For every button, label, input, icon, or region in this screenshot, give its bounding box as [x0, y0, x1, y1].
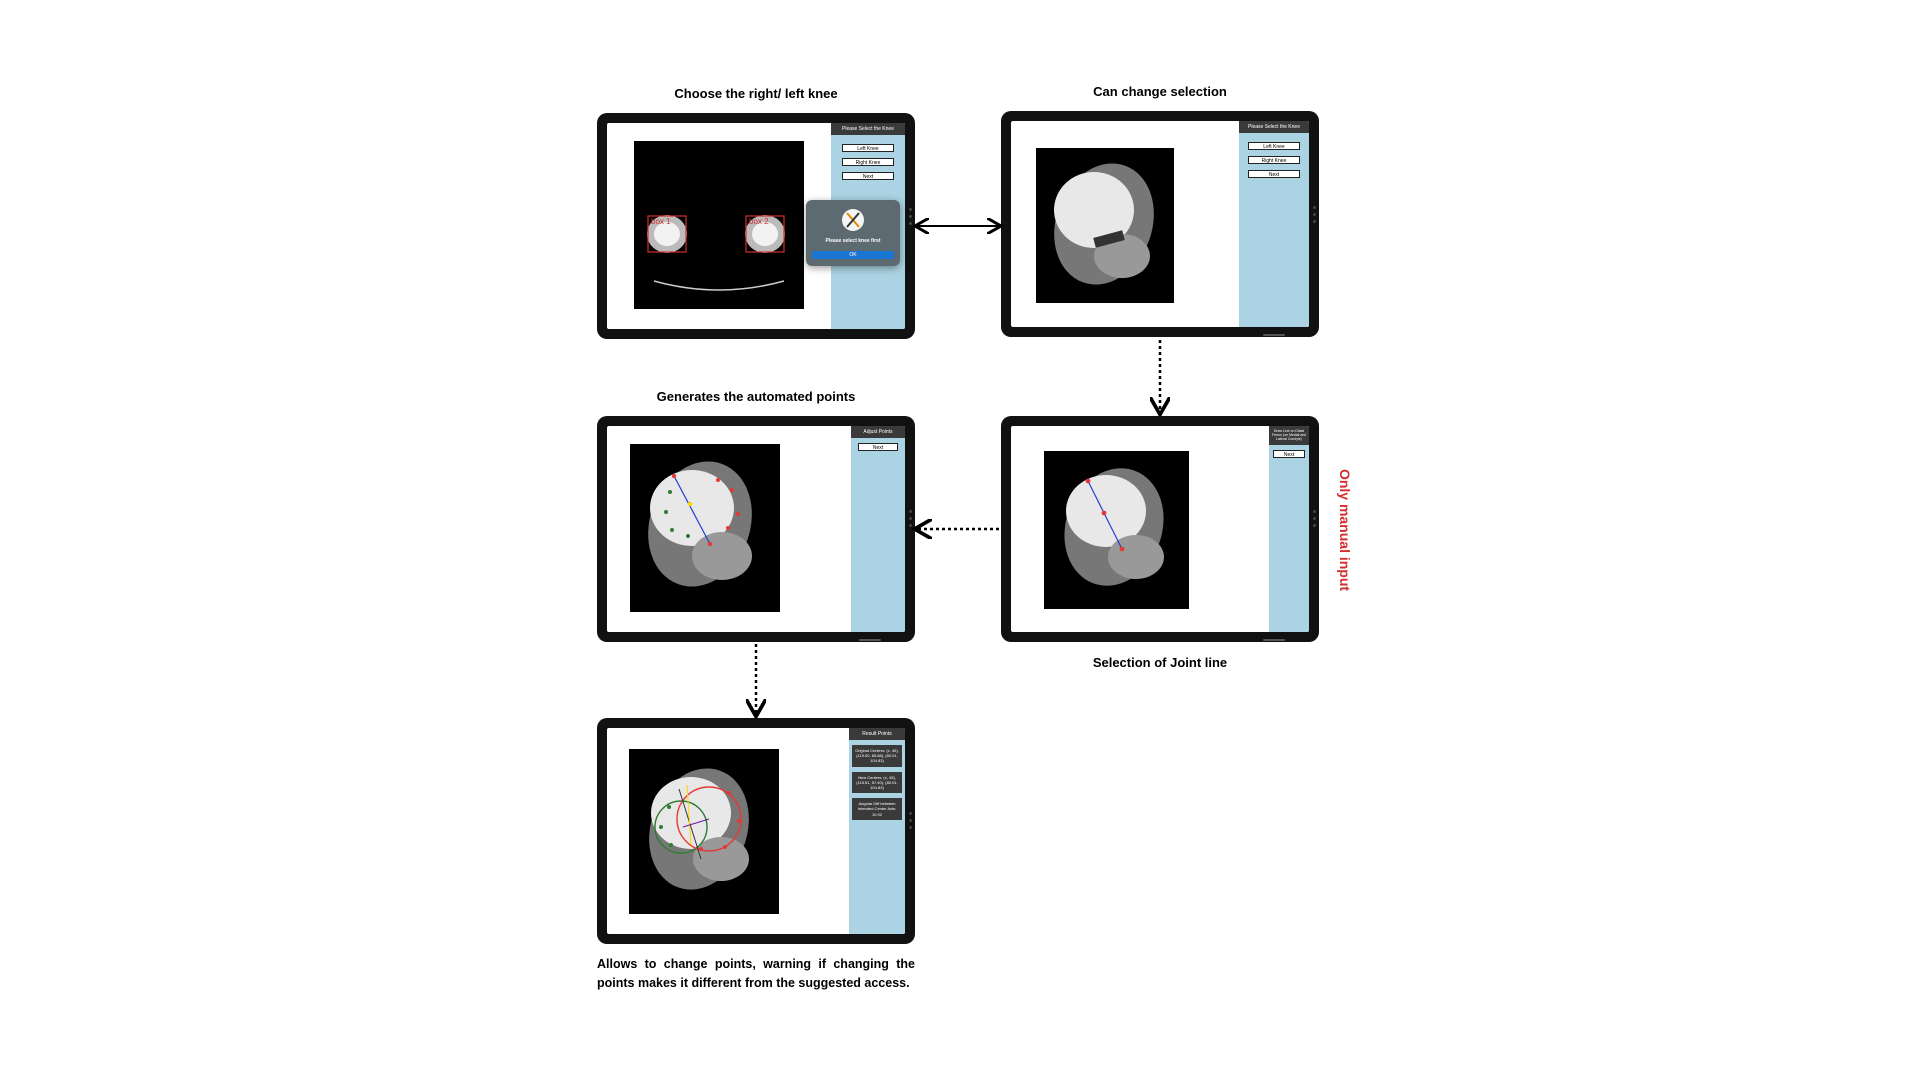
tablet-screen: Draw Line on Distal Femur (on Medial and… [1011, 426, 1309, 632]
home-indicator [859, 639, 881, 641]
left-knee-button[interactable]: Left Knee [842, 144, 894, 152]
result-new-centers: New Centers: (x, 45), (115.51, 57.40), (… [852, 771, 902, 794]
right-knee-button[interactable]: Right Knee [842, 158, 894, 166]
tablet-result-points: Result Points Original Centers: (x, 45),… [597, 718, 915, 944]
side-buttons [1313, 206, 1316, 230]
tablet-screen: Result Points Original Centers: (x, 45),… [607, 728, 905, 934]
tablet-automated-points: Adjust Points Next [597, 416, 915, 642]
caption-automated-points: Generates the automated points [656, 389, 856, 404]
ct-scan-image [629, 749, 779, 914]
control-panel: Draw Line on Distal Femur (on Medial and… [1269, 426, 1309, 632]
caption-choose-knee: Choose the right/ left knee [674, 86, 838, 101]
control-panel: Result Points Original Centers: (x, 45),… [849, 728, 905, 934]
next-button[interactable]: Next [1248, 170, 1300, 178]
left-knee-button[interactable]: Left Knee [1248, 142, 1300, 150]
ct-scan-image [630, 444, 780, 612]
next-button[interactable]: Next [1273, 449, 1305, 458]
ct-scan-image [1044, 451, 1189, 609]
warning-icon [842, 209, 864, 231]
next-button[interactable]: Next [858, 443, 898, 451]
ct-scan-graphic [1064, 468, 1164, 586]
result-original-centers: Original Centers: (x, 45), (119.00, 65.8… [852, 745, 902, 767]
ct-scan-graphic [1054, 163, 1154, 285]
next-button[interactable]: Next [842, 172, 894, 180]
warning-dialog: Please select knee first OK [806, 200, 900, 266]
dialog-message: Please select knee first [825, 238, 881, 244]
intended-axis-line [686, 784, 692, 846]
ct-scan-graphic [649, 768, 749, 890]
ct-scan-image: box 1 box 2 [634, 141, 804, 309]
tablet-change-selection: Please Select the Knee Left Knee Right K… [1001, 111, 1319, 337]
caption-change-points: Allows to change points, warning if chan… [597, 957, 915, 990]
bounding-box-1 [647, 215, 687, 253]
ct-scan-graphic: box 1 box 2 [647, 215, 785, 291]
side-buttons [909, 812, 912, 836]
panel-title: Draw Line on Distal Femur (on Medial and… [1269, 426, 1309, 445]
panel-title: Result Points [849, 728, 905, 740]
joint-axis-line [673, 475, 711, 545]
panel-title: Please Select the Knee [831, 123, 905, 135]
caption-change-selection: Can change selection [1093, 84, 1227, 99]
medial-circle [654, 800, 708, 854]
panel-title: Adjust Points [851, 426, 905, 438]
ct-scan-image [1036, 148, 1174, 303]
home-indicator [1263, 639, 1285, 641]
lateral-circle [676, 786, 742, 852]
panel-title: Please Select the Knee [1239, 121, 1309, 133]
bounding-box-2 [745, 215, 785, 253]
right-knee-button[interactable]: Right Knee [1248, 156, 1300, 164]
ct-scan-graphic [648, 461, 752, 587]
side-buttons [1313, 510, 1316, 534]
control-panel: Please Select the Knee Left Knee Right K… [1239, 121, 1309, 327]
home-indicator [1263, 334, 1285, 336]
dialog-ok-button[interactable]: OK [812, 251, 894, 259]
box-label-1: box 1 [651, 217, 671, 226]
scanner-table [653, 280, 785, 291]
side-buttons [909, 208, 912, 232]
box-label-2: box 2 [749, 217, 769, 226]
tablet-joint-line: Draw Line on Distal Femur (on Medial and… [1001, 416, 1319, 642]
result-angular-diff: Angular Diff between Intended Center Axi… [852, 798, 902, 820]
side-buttons [909, 510, 912, 534]
control-panel: Adjust Points Next [851, 426, 905, 632]
tablet-screen: Please Select the Knee Left Knee Right K… [1011, 121, 1309, 327]
caption-joint-line: Selection of Joint line [1092, 655, 1228, 670]
tablet-screen: Adjust Points Next [607, 426, 905, 632]
